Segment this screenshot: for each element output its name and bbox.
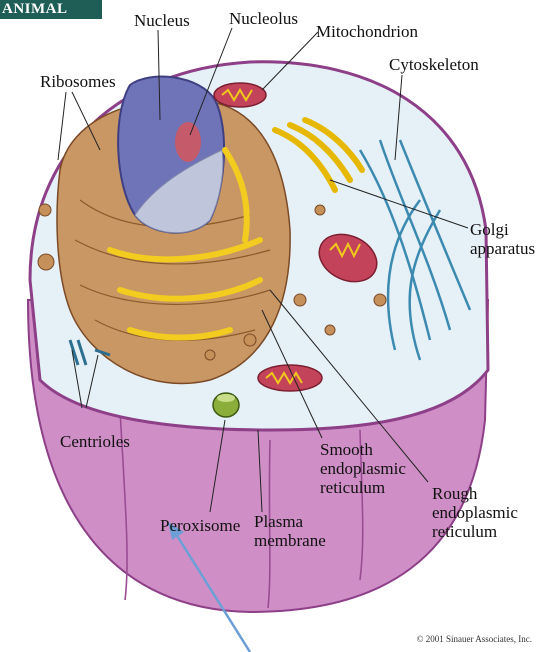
label-nucleus: Nucleus <box>134 11 190 30</box>
label-rough-er-line-3: reticulum <box>432 522 518 541</box>
nucleolus <box>175 122 201 162</box>
label-ribosomes: Ribosomes <box>40 72 116 91</box>
peroxisome <box>213 393 239 417</box>
label-golgi-line-1: Golgi <box>470 220 535 239</box>
label-rough-er: Rough endoplasmic reticulum <box>432 484 518 541</box>
label-golgi-apparatus: Golgi apparatus <box>470 220 535 258</box>
copyright-credit: © 2001 Sinauer Associates, Inc. <box>417 634 532 644</box>
label-smooth-er-line-1: Smooth <box>320 440 406 459</box>
mitochondrion-upper <box>214 83 266 107</box>
label-nucleolus: Nucleolus <box>229 9 298 28</box>
label-mitochondrion: Mitochondrion <box>316 22 418 41</box>
label-smooth-er-line-3: reticulum <box>320 478 406 497</box>
label-rough-er-line-2: endoplasmic <box>432 503 518 522</box>
label-centrioles: Centrioles <box>60 432 130 451</box>
label-smooth-er-line-2: endoplasmic <box>320 459 406 478</box>
label-peroxisome: Peroxisome <box>160 516 240 535</box>
label-plasma-line-2: membrane <box>254 531 326 550</box>
label-rough-er-line-1: Rough <box>432 484 518 503</box>
label-golgi-line-2: apparatus <box>470 239 535 258</box>
label-plasma-membrane: Plasma membrane <box>254 512 326 550</box>
label-smooth-er: Smooth endoplasmic reticulum <box>320 440 406 497</box>
figure-title: ANIMAL CELL <box>0 0 102 19</box>
label-plasma-line-1: Plasma <box>254 512 326 531</box>
label-cytoskeleton: Cytoskeleton <box>389 55 479 74</box>
